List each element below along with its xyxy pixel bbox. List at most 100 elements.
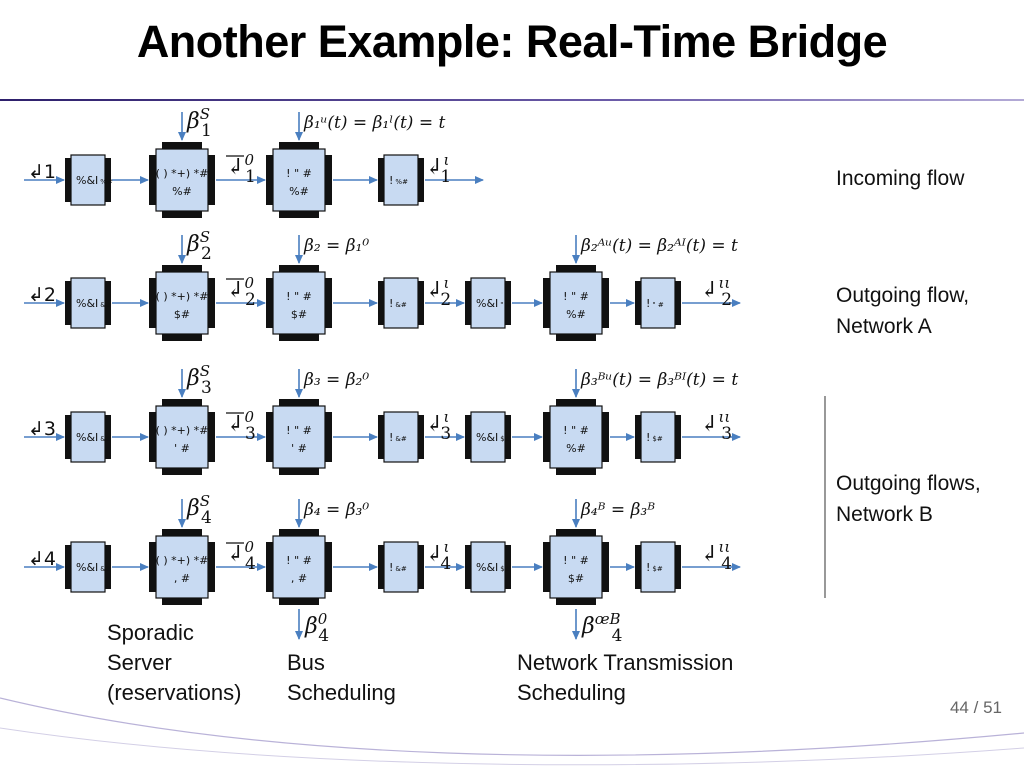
row-label-outgoing-network-b: Outgoing flows,Network B [836,468,981,530]
outgoing-b2-block-6-label-line2: $# [568,572,584,585]
outgoing-b2-block-3-right-bar [325,542,332,592]
outgoing-b1-block-2-label-line2: ' # [174,442,190,455]
text-line: Incoming flow [836,167,965,190]
outgoing-b1-block-5-left-bar [465,415,471,459]
outgoing-b2-block-1-right-bar [105,545,111,589]
outgoing-b2-block-3-left-bar [266,542,273,592]
outgoing-b1-block-3-label-line2: ' # [291,442,307,455]
outgoing-a-block-3-bottom-bar [279,334,319,341]
outgoing-b1-block-2-label-line1: ( ) *+) *# [156,424,209,437]
outgoing-b2-block-7-left-bar [635,545,641,589]
outgoing-a-block-4 [383,277,419,329]
outgoing-b1-block-7-label: !$# [646,431,663,444]
row-label-outgoing-network-a: Outgoing flow,Network A [836,280,969,342]
text-line: Outgoing flows, [836,472,981,495]
outgoing-a-block-5-left-bar [465,281,471,325]
input-symbol-4: ↲4 [28,548,56,570]
outgoing-a-block-6-left-bar [543,278,550,328]
outgoing-a-block-2-bottom-bar [162,334,202,341]
incoming-block-1-right-bar [105,158,111,202]
outgoing-b2-block-3-bottom-bar [279,598,319,605]
outgoing-b2-block-1 [70,541,106,593]
text-line: Scheduling [517,680,626,705]
outgoing-a-block-7-left-bar [635,281,641,325]
text-line: Outgoing flow, [836,284,970,307]
input-symbol-1: ↲1 [28,161,56,183]
outgoing-a-block-7-right-bar [675,281,681,325]
outgoing-b2-block-6-bottom-bar [556,598,596,605]
outgoing-b2-block-3 [272,535,326,599]
outgoing-b1-block-3-bottom-bar [279,468,319,475]
outgoing-a-block-7 [640,277,676,329]
outgoing-a-block-5-label: %&I" # [476,297,512,310]
outgoing-b2-block-1-left-bar [65,545,71,589]
incoming-block-2 [155,148,209,212]
outgoing-b1-block-6-left-bar [543,412,550,462]
text-line: Scheduling [287,680,396,705]
outgoing-b2-block-5 [470,541,506,593]
input-symbol-3: ↲3 [28,418,56,440]
incoming-block-3-left-bar [266,155,273,205]
outgoing-b1-block-5 [470,411,506,463]
service-curve-label: β₄ᴮ = β₃ᴮ [580,500,655,520]
service-curve-label: β₂ᴬᵘ(t) = β₂ᴬᴵ(t) = t [580,236,738,256]
outgoing-a-block-4-left-bar [378,281,384,325]
outgoing-b1-block-6 [549,405,603,469]
incoming-block-2-label-line1: ( ) *+) *# [156,167,209,180]
outgoing-a-block-1-right-bar [105,281,111,325]
outgoing-b1-block-2-left-bar [149,412,156,462]
outgoing-b1-block-4 [383,411,419,463]
outgoing-b1-block-1-right-bar [105,415,111,459]
outgoing-a-block-3-label-line1: ! " # [286,290,312,303]
outgoing-b2-block-3-label-line1: ! " # [286,554,312,567]
incoming-block-2-bottom-bar [162,211,202,218]
outgoing-b1-block-3-left-bar [266,412,273,462]
outgoing-b2-block-3-top-bar [279,529,319,536]
outgoing-a-block-2-left-bar [149,278,156,328]
outgoing-b1-block-4-right-bar [418,415,424,459]
service-curve-label: β₄ = β₃⁰ [303,500,369,520]
incoming-block-2-right-bar [208,155,215,205]
outgoing-b2-block-2-bottom-bar [162,598,202,605]
outgoing-a-block-2 [155,271,209,335]
outgoing-b2-block-2-right-bar [208,542,215,592]
outgoing-b2-block-4 [383,541,419,593]
outgoing-a-block-1-label: %&I&# [76,297,112,310]
outgoing-b2-block-6-right-bar [602,542,609,592]
outgoing-b1-block-2-right-bar [208,412,215,462]
text-line: Network Transmission [517,650,734,675]
incoming-block-4 [383,154,419,206]
incoming-block-3-right-bar [325,155,332,205]
incoming-block-4-right-bar [418,158,424,202]
text-line: Sporadic [107,620,194,645]
text-line: Bus [287,650,325,675]
outgoing-b2-block-6-label-line1: ! " # [563,554,589,567]
outgoing-b1-block-6-label-line1: ! " # [563,424,589,437]
outgoing-b2-block-6-top-bar [556,529,596,536]
outgoing-a-block-3-right-bar [325,278,332,328]
outgoing-b1-block-1-label: %&I&# [76,431,112,444]
incoming-block-1 [70,154,106,206]
outgoing-b1-block-5-label: %&I$# [476,431,511,444]
outgoing-a-block-6 [549,271,603,335]
outgoing-b1-block-7 [640,411,676,463]
outgoing-b1-block-6-label-line2: %# [566,442,586,455]
outgoing-a-block-2-top-bar [162,265,202,272]
title-divider [0,99,1024,101]
outgoing-b1-block-3-label-line1: ! " # [286,424,312,437]
outgoing-a-block-1-left-bar [65,281,71,325]
outgoing-a-block-5 [470,277,506,329]
outgoing-a-block-2-label-line2: $# [174,308,190,321]
outgoing-b2-block-4-left-bar [378,545,384,589]
bottom-swoosh-decoration [0,697,1024,766]
outgoing-b2-block-6 [549,535,603,599]
